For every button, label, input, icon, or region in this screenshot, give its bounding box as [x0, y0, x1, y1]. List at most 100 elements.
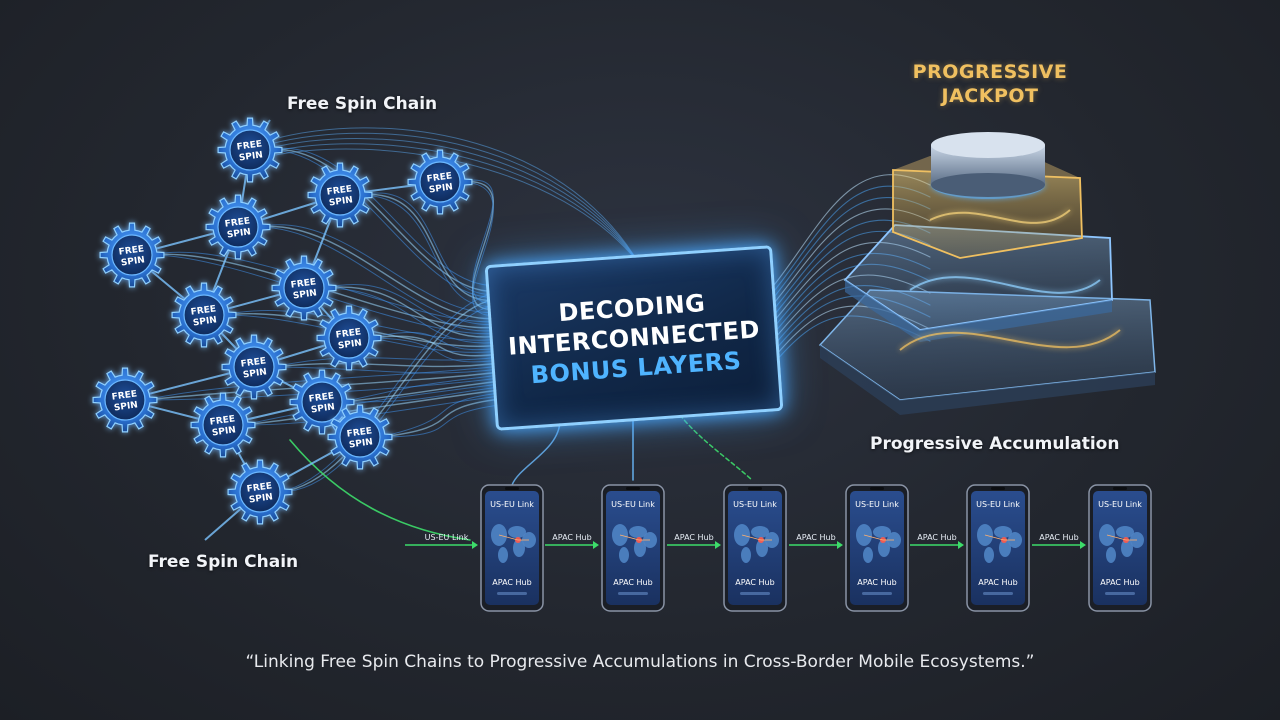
flow-line: [257, 226, 501, 326]
phone-top-label: US-EU Link: [611, 500, 655, 509]
gear-label-line-1: FREE: [335, 327, 362, 340]
flow-line: [323, 287, 501, 344]
flow-line: [273, 362, 501, 368]
link-arrow: US-EU Link: [405, 533, 478, 549]
link-label: APAC Hub: [1039, 533, 1078, 542]
flow-line: [379, 392, 501, 438]
gear-label-line-2: SPIN: [310, 402, 335, 415]
gear-label-line-1: FREE: [240, 356, 267, 369]
flow-line: [269, 149, 501, 298]
gear-label-line-1: FREE: [426, 171, 453, 184]
flow-line: [151, 251, 501, 323]
gear-label-line-2: SPIN: [238, 150, 263, 163]
flow-line: [279, 297, 501, 493]
flow-line: [679, 414, 753, 481]
flow-line: [273, 366, 501, 374]
phone-bottom-label: APAC Hub: [613, 578, 652, 587]
gear-label-line-1: FREE: [290, 277, 317, 290]
gear-label-line-1: FREE: [209, 414, 236, 427]
phone-bottom-label: APAC Hub: [492, 578, 531, 587]
link-arrow: APAC Hub: [545, 533, 599, 549]
flow-line: [323, 283, 501, 332]
link-label: APAC Hub: [552, 533, 591, 542]
gear-label-line-2: SPIN: [328, 195, 353, 208]
world-map-icon: [1099, 524, 1144, 563]
phone-top-label: US-EU Link: [733, 500, 777, 509]
gear-label-line-1: FREE: [118, 244, 145, 257]
link-arrow: APAC Hub: [789, 533, 843, 549]
flow-line: [242, 389, 501, 426]
flow-line: [368, 335, 501, 357]
gear-label-line-1: FREE: [346, 426, 373, 439]
flow-line: [341, 380, 501, 403]
link-label: US-EU Link: [425, 533, 469, 542]
gear-label-line-1: FREE: [111, 389, 138, 402]
world-map-icon: [612, 524, 657, 563]
flow-line: [359, 194, 501, 307]
jackpot-line-1: PROGRESSIVE: [912, 61, 1068, 83]
jackpot-line-2: JACKPOT: [941, 85, 1039, 107]
flow-line: [273, 356, 501, 368]
world-map-icon: [977, 524, 1022, 563]
phone-link-arrows: US-EU Link APAC Hub APAC Hub APAC Hub APAC H…: [405, 533, 1086, 549]
gear-label-line-2: SPIN: [113, 400, 138, 413]
phone-bottom-label: APAC Hub: [1100, 578, 1139, 587]
flow-line: [359, 192, 501, 295]
gear-label-line-2: SPIN: [292, 288, 317, 301]
flow-line: [341, 374, 501, 403]
link-arrow: APAC Hub: [667, 533, 721, 549]
flow-line: [151, 254, 501, 335]
link-arrow: APAC Hub: [1032, 533, 1086, 549]
progressive-jackpot-title: PROGRESSIVE JACKPOT: [880, 60, 1100, 108]
phone-bottom-label: APAC Hub: [735, 578, 774, 587]
gear-label-line-2: SPIN: [348, 437, 373, 450]
phone-top-label: US-EU Link: [855, 500, 899, 509]
phone-top-label: US-EU Link: [976, 500, 1020, 509]
flow-line: [269, 127, 641, 266]
gear-label-line-2: SPIN: [192, 315, 217, 328]
phone-bottom-label: APAC Hub: [978, 578, 1017, 587]
gear-label-line-2: SPIN: [242, 367, 267, 380]
gear-label-line-2: SPIN: [211, 425, 236, 438]
gear-label-line-1: FREE: [308, 391, 335, 404]
flow-line: [368, 337, 501, 363]
flow-line: [269, 149, 501, 292]
flow-line: [279, 303, 501, 493]
gear-label-line-1: FREE: [190, 304, 217, 317]
title-panel: DECODING INTERCONNECTED BONUS LAYERS: [484, 245, 784, 431]
caption: “Linking Free Spin Chains to Progressive…: [245, 652, 1035, 672]
progressive-accumulation-label: Progressive Accumulation: [870, 434, 1120, 454]
gear-label-line-1: FREE: [326, 184, 353, 197]
gear-cluster: FREESPINFREESPINFREESPINFREESPINFREESPIN…: [92, 117, 473, 525]
gear-label-line-2: SPIN: [226, 227, 251, 240]
phone-bottom-label: APAC Hub: [857, 578, 896, 587]
gear-label-line-2: SPIN: [337, 338, 362, 351]
world-map-icon: [856, 524, 901, 563]
gear-label-line-2: SPIN: [248, 492, 273, 505]
gear-label-line-1: FREE: [236, 139, 263, 152]
world-map-icon: [491, 524, 536, 563]
flow-line: [269, 132, 641, 266]
flow-line: [269, 143, 641, 266]
phone-top-label: US-EU Link: [490, 500, 534, 509]
flow-line: [242, 383, 501, 426]
flow-line: [511, 419, 561, 486]
world-map-icon: [734, 524, 779, 563]
gear-label-line-2: SPIN: [428, 182, 453, 195]
flow-line: [289, 439, 471, 541]
flow-line: [269, 138, 641, 266]
